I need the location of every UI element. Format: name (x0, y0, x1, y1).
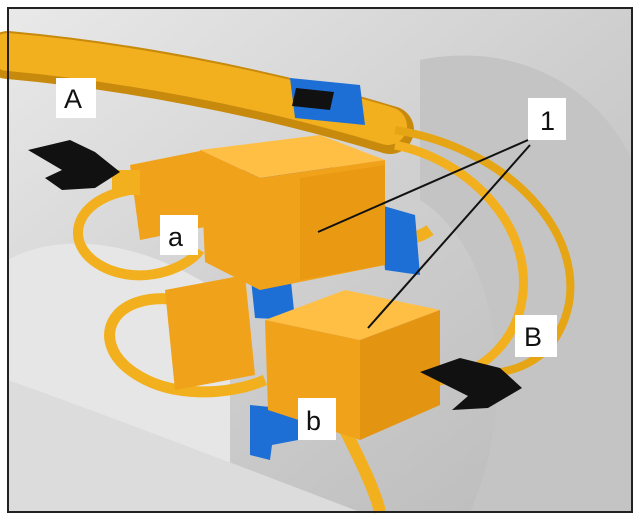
blue-clip-bottom (250, 405, 300, 460)
harness-wire-bottom-loop (104, 293, 268, 398)
blue-clip-right (380, 205, 420, 275)
leader-line-1-to-b (367, 144, 531, 329)
connector-b-plug (165, 275, 255, 390)
connector-b-front (265, 320, 360, 440)
label-box-a (160, 215, 198, 255)
label-A: A (64, 84, 82, 114)
label-box-B (515, 315, 557, 357)
connector-b-side (360, 310, 440, 440)
frame-border (7, 7, 633, 513)
harness-wire-left-loop (73, 185, 205, 281)
label-B: B (524, 322, 542, 352)
harness-wire-down (339, 427, 386, 514)
bg-shape-bottom (8, 380, 360, 512)
connector-a-top (200, 135, 385, 178)
label-b: b (306, 406, 321, 436)
label-box-A (56, 78, 96, 118)
label-box-b (298, 398, 336, 440)
connector-a-front (200, 150, 260, 290)
label-a: a (168, 222, 184, 252)
arrow-right-icon (420, 358, 522, 410)
arrow-left-icon (28, 140, 120, 190)
label-box-1 (528, 98, 566, 140)
leader-line-1-to-a (317, 139, 529, 233)
label-1: 1 (540, 106, 555, 136)
connector-b-top (265, 290, 440, 340)
blue-clip-top-slot (292, 88, 334, 110)
connector-a-shade (300, 165, 385, 280)
connector-a-plug-tip (112, 170, 140, 195)
